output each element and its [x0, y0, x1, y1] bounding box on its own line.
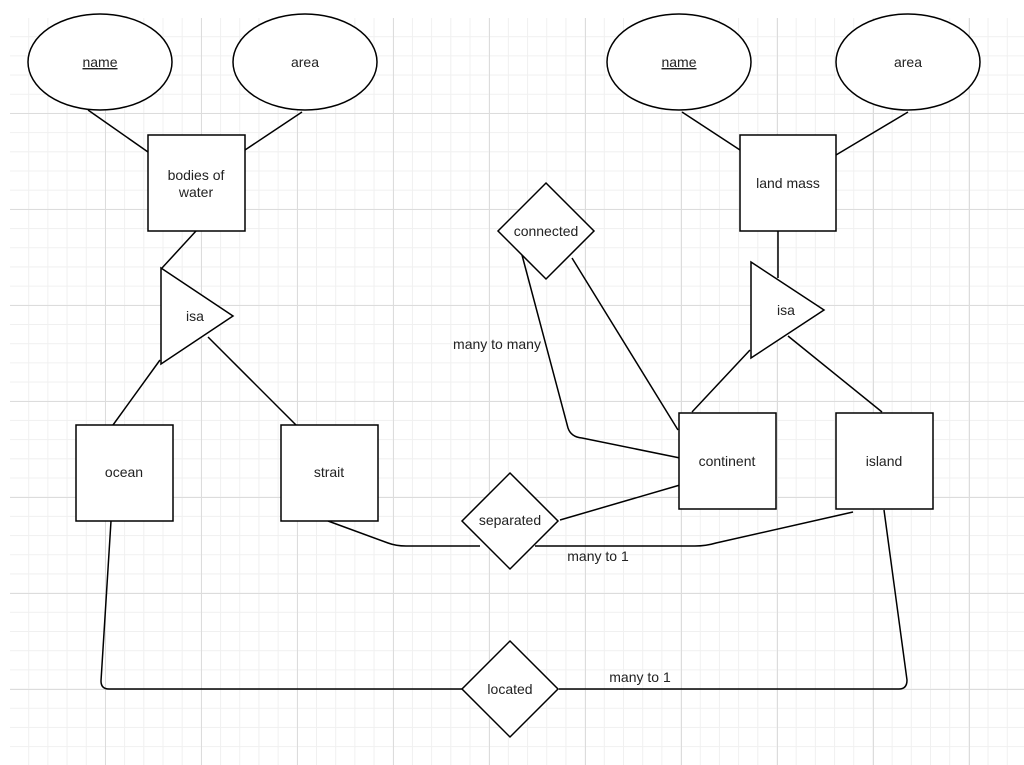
entity-box [678, 412, 777, 510]
edge-water-name [87, 109, 149, 153]
attribute-label: area [894, 54, 922, 70]
relationship-diamond [496, 181, 596, 281]
attribute-ellipse [835, 13, 981, 111]
relationship-diamond [460, 639, 560, 739]
isa-water[interactable]: isa [160, 266, 235, 366]
edge-ocean-located [100, 520, 463, 690]
relationship-label: located [487, 681, 532, 697]
attribute-ellipse [606, 13, 752, 111]
relationship-located[interactable]: located [460, 639, 560, 739]
edge-isa-ocean [112, 359, 161, 426]
entity-bodies-of-water[interactable]: bodies of water [147, 134, 246, 232]
attribute-label: area [291, 54, 319, 70]
edge-located-island [559, 509, 908, 690]
entity-box [835, 412, 934, 510]
entity-label-line-1: bodies of [168, 167, 225, 183]
edge-connected-continent-b [571, 257, 679, 431]
attribute-water-area[interactable]: area [232, 13, 378, 111]
relationship-label: connected [514, 223, 579, 239]
entity-box [147, 134, 246, 232]
edge-isa-island [787, 335, 883, 413]
entity-label: strait [314, 464, 344, 480]
entity-box [739, 134, 837, 232]
relationship-diamond [460, 471, 560, 571]
edge-strait-separated [327, 520, 480, 547]
edge-isa-strait [207, 336, 297, 426]
attribute-ellipse [232, 13, 378, 111]
entity-label: island [866, 453, 903, 469]
edge-land-name [681, 111, 741, 151]
edge-separated-continent [559, 484, 681, 521]
edges [87, 109, 909, 690]
entity-box [280, 424, 379, 522]
edge-water-area [244, 111, 303, 151]
isa-label: isa [186, 308, 204, 324]
entity-land-mass[interactable]: land mass [739, 134, 837, 232]
isa-land[interactable]: isa [750, 260, 826, 360]
relationship-separated[interactable]: separated [460, 471, 560, 571]
attribute-land-name[interactable]: name [606, 13, 752, 111]
entity-label-line-2: water [178, 184, 214, 200]
attribute-ellipse [27, 13, 173, 111]
entity-strait[interactable]: strait [280, 424, 379, 522]
edge-isa-continent [691, 349, 751, 413]
cardinality-located: many to 1 [609, 669, 671, 685]
entity-label: ocean [105, 464, 143, 480]
isa-triangle [750, 260, 826, 360]
attribute-water-name[interactable]: name [27, 13, 173, 111]
edge-land-area [835, 111, 909, 156]
cardinality-connected: many to many [453, 336, 541, 352]
attribute-label: name [82, 54, 117, 70]
entity-ocean[interactable]: ocean [75, 424, 174, 522]
edge-separated-island [535, 511, 854, 547]
entity-label: continent [699, 453, 756, 469]
entity-continent[interactable]: continent [678, 412, 777, 510]
entity-island[interactable]: island [835, 412, 934, 510]
edge-water-isa [161, 230, 197, 269]
isa-label: isa [777, 302, 795, 318]
isa-triangle [160, 266, 235, 366]
edge-connected-continent-a [521, 254, 681, 459]
entity-label: land mass [756, 175, 820, 191]
attribute-label: name [661, 54, 696, 70]
cardinality-separated: many to 1 [567, 548, 629, 564]
attribute-land-area[interactable]: area [835, 13, 981, 111]
relationship-connected[interactable]: connected [496, 181, 596, 281]
relationship-label: separated [479, 512, 541, 528]
entity-box [75, 424, 174, 522]
